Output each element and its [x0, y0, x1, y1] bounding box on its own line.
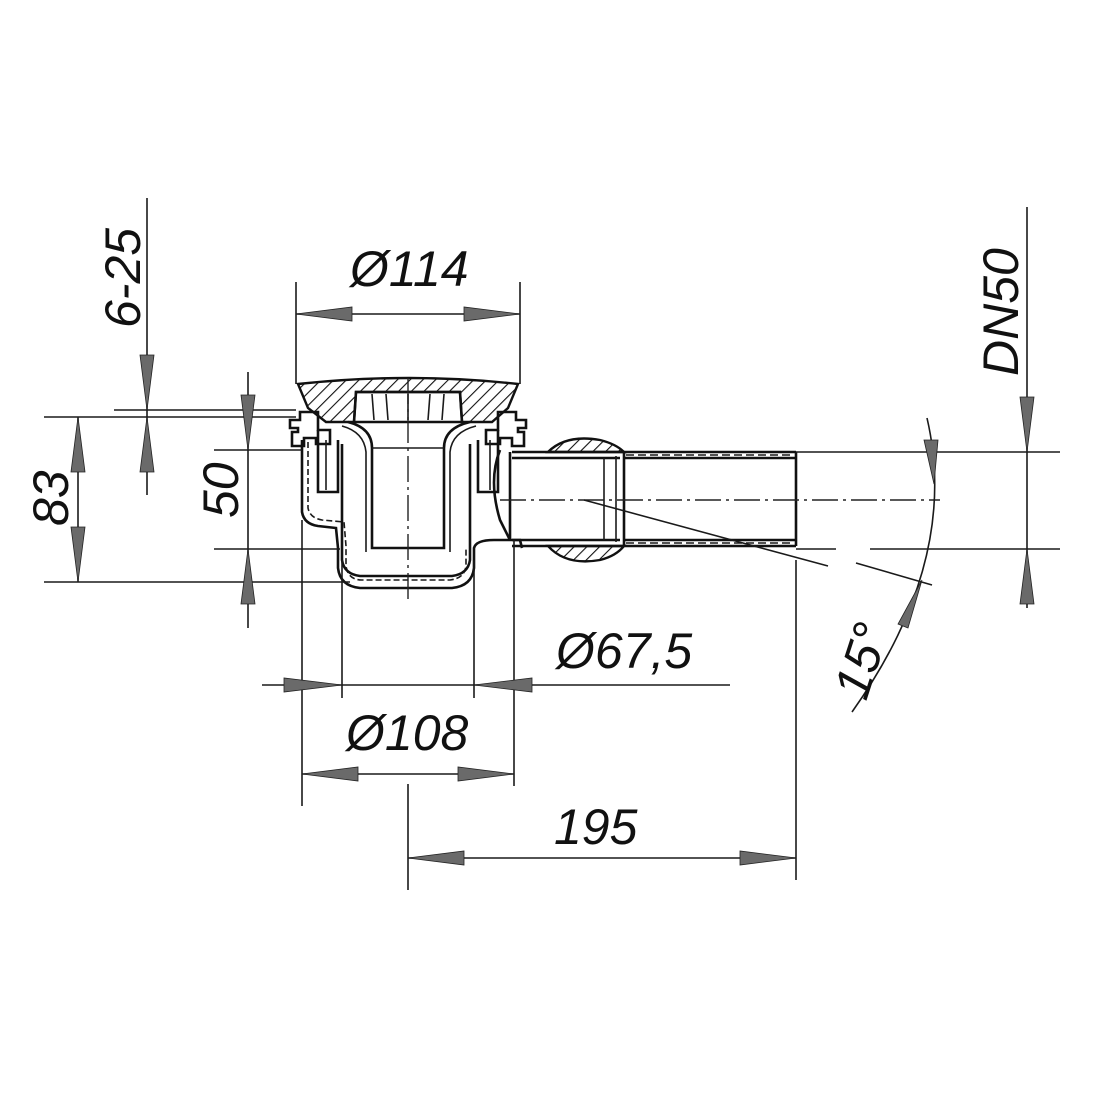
- label-body-height: 50: [193, 462, 249, 518]
- dim-body-height: 50: [193, 372, 256, 628]
- dim-inner-diameter: Ø67,5: [262, 623, 730, 693]
- right-clamp: [476, 410, 528, 494]
- dim-total-height: 83: [23, 416, 86, 583]
- outlet-pipe: [512, 437, 798, 563]
- label-outlet-angle: 15°: [823, 616, 900, 705]
- label-flange-diameter: Ø114: [348, 241, 469, 297]
- label-tile-thickness: 6-25: [95, 228, 151, 328]
- label-body-diameter: Ø108: [344, 705, 469, 761]
- dim-outlet-size: DN50: [973, 207, 1035, 608]
- center-lines: [407, 378, 940, 600]
- left-clamp: [288, 410, 340, 494]
- label-total-height: 83: [23, 470, 79, 526]
- drain-body: [288, 376, 528, 590]
- dim-tile-thickness: 6-25: [95, 198, 155, 495]
- label-inner-diameter: Ø67,5: [554, 623, 692, 679]
- grate-insert: [352, 390, 464, 424]
- label-outlet-length: 195: [554, 799, 638, 855]
- label-outlet-size: DN50: [973, 248, 1029, 376]
- dim-flange-diameter: Ø114: [295, 241, 521, 322]
- dim-body-diameter: Ø108: [301, 705, 515, 782]
- housing-outer: [300, 440, 524, 590]
- extension-lines: [44, 282, 1060, 890]
- dim-outlet-angle: 15°: [823, 417, 939, 713]
- dim-outlet-length: 195: [407, 799, 797, 866]
